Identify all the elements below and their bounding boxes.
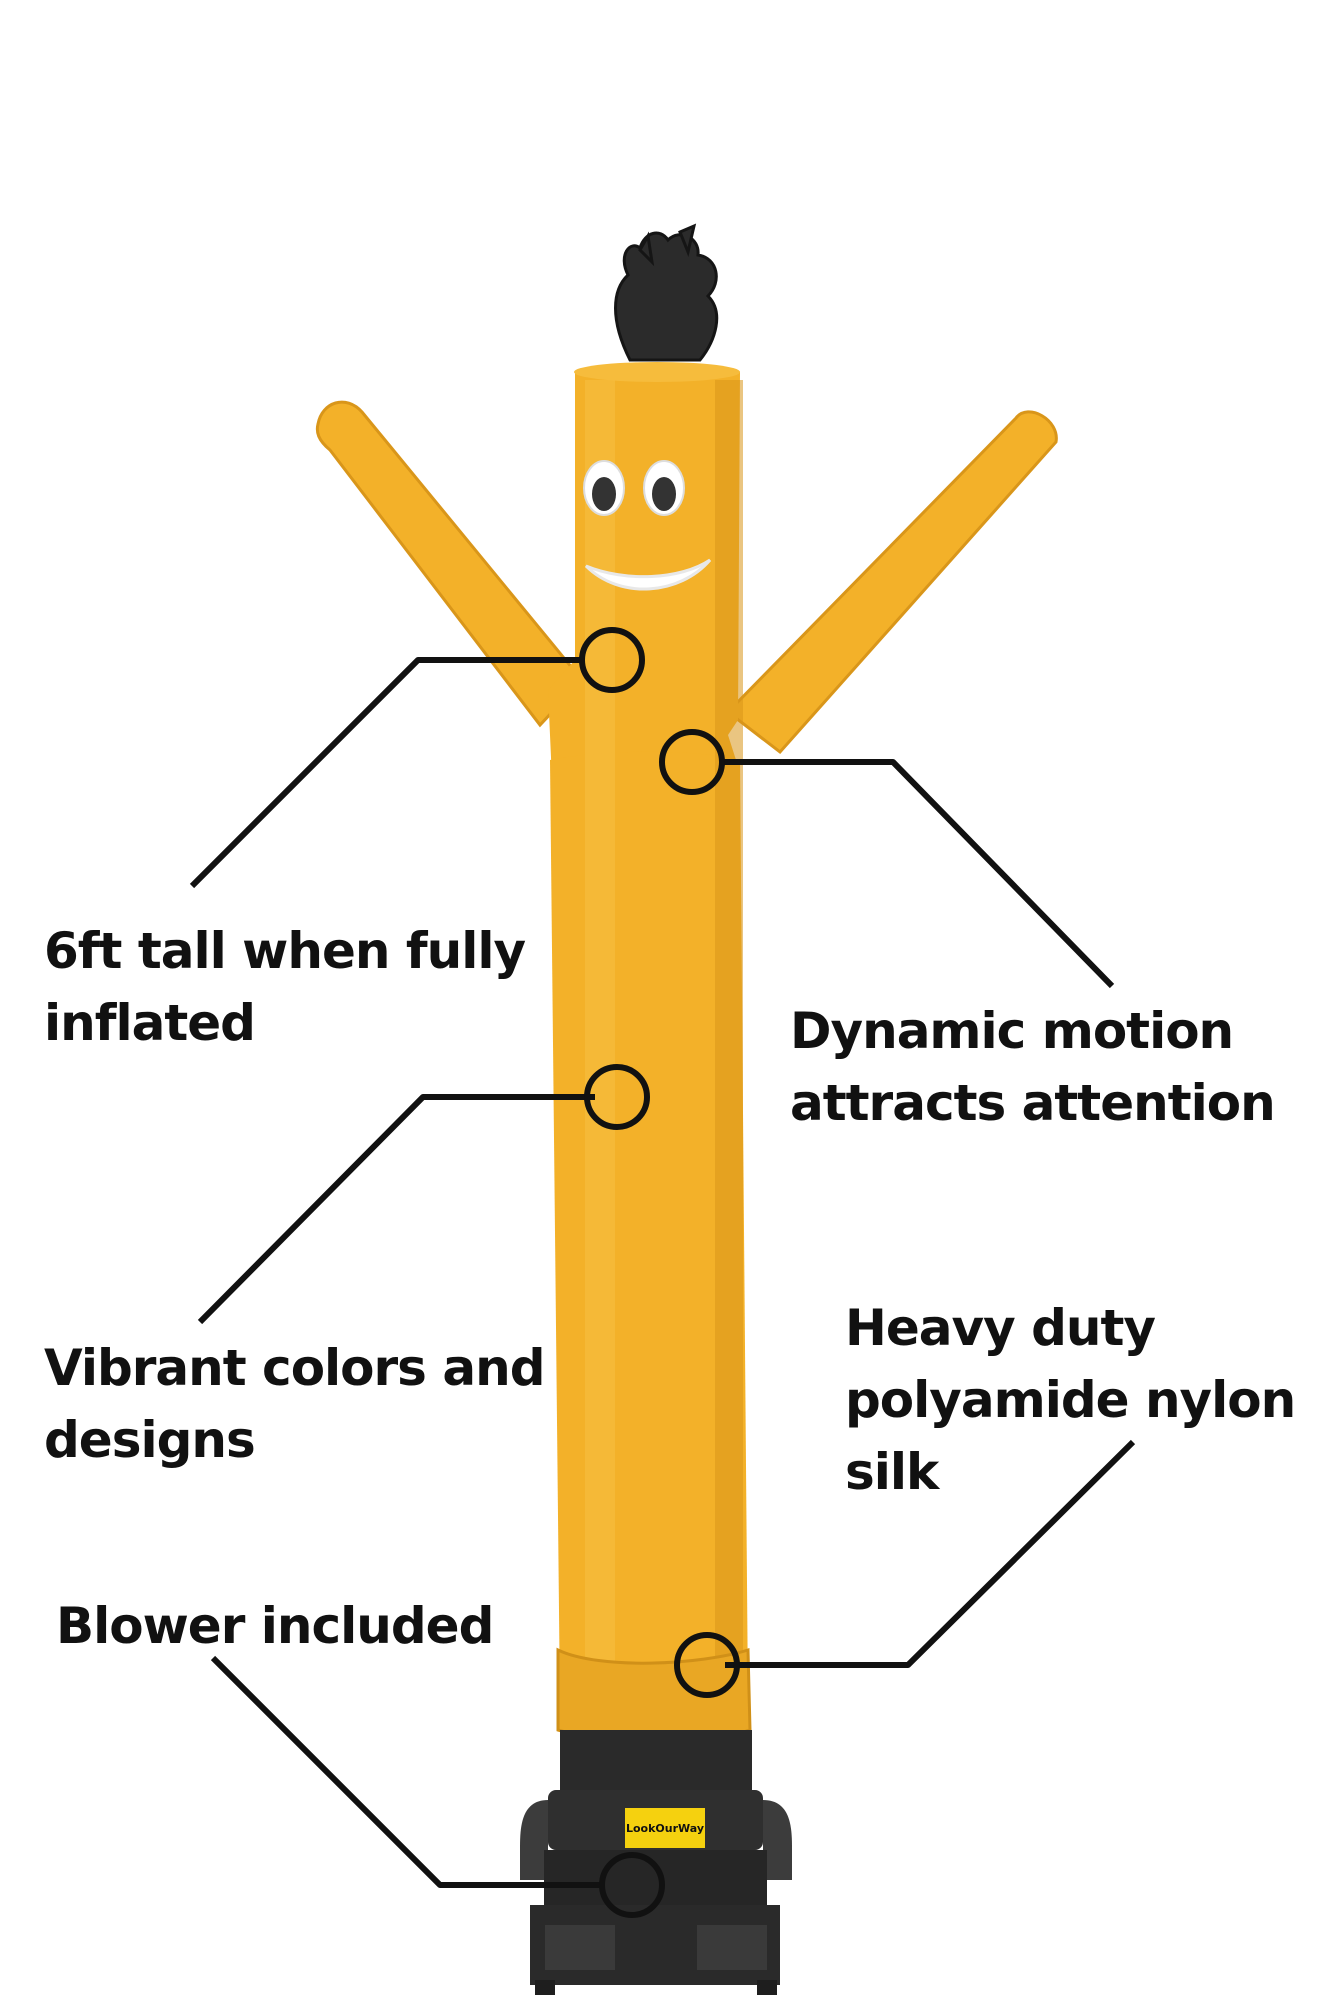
callout-material-line-3: silk [845, 1443, 939, 1501]
callout-height: 6ft tall when fully inflated [44, 915, 526, 1059]
upper-torso [548, 364, 740, 780]
callout-blower-line-1: Blower included [56, 1597, 494, 1655]
callout-motion-line-1: Dynamic motion [790, 1002, 1234, 1060]
callout-material-line-1: Heavy duty [845, 1299, 1156, 1357]
brand-decal-text: LookOurWay [626, 1822, 704, 1835]
leader-height [189, 657, 580, 889]
brand-decal [625, 1808, 705, 1848]
callout-motion: Dynamic motion attracts attention [790, 995, 1276, 1139]
marker-height [579, 627, 645, 693]
leader-colors [197, 1094, 595, 1325]
right-arm [725, 410, 1058, 755]
top-tassel [614, 223, 719, 362]
callout-lines [189, 657, 1136, 1888]
left-arm [315, 400, 584, 728]
callout-blower: Blower included [56, 1590, 494, 1662]
callout-height-line-1: 6ft tall when fully [44, 922, 526, 980]
callout-height-line-2: inflated [44, 994, 256, 1052]
tube-bottom-gather [556, 1647, 752, 1743]
leader-material [725, 1439, 1136, 1668]
callout-material: Heavy duty polyamide nylon silk [845, 1292, 1296, 1508]
callout-colors-line-1: Vibrant colors and [44, 1339, 545, 1397]
leader-motion [722, 759, 1115, 989]
callout-markers [579, 627, 740, 1918]
callout-colors: Vibrant colors and designs [44, 1332, 545, 1476]
marker-material [674, 1632, 740, 1698]
leader-blower [210, 1655, 600, 1888]
tube-body [550, 751, 748, 1710]
callout-material-line-2: polyamide nylon [845, 1371, 1296, 1429]
tube-top [574, 362, 740, 382]
smile [584, 558, 712, 591]
marker-colors [584, 1064, 650, 1130]
tube-shade [715, 380, 743, 1700]
blower [520, 1730, 792, 1995]
marker-blower [599, 1852, 665, 1918]
callout-colors-line-2: designs [44, 1411, 256, 1469]
callout-motion-line-2: attracts attention [790, 1074, 1276, 1132]
marker-motion [659, 729, 725, 795]
face [583, 460, 712, 591]
tube-highlight [585, 380, 615, 1700]
